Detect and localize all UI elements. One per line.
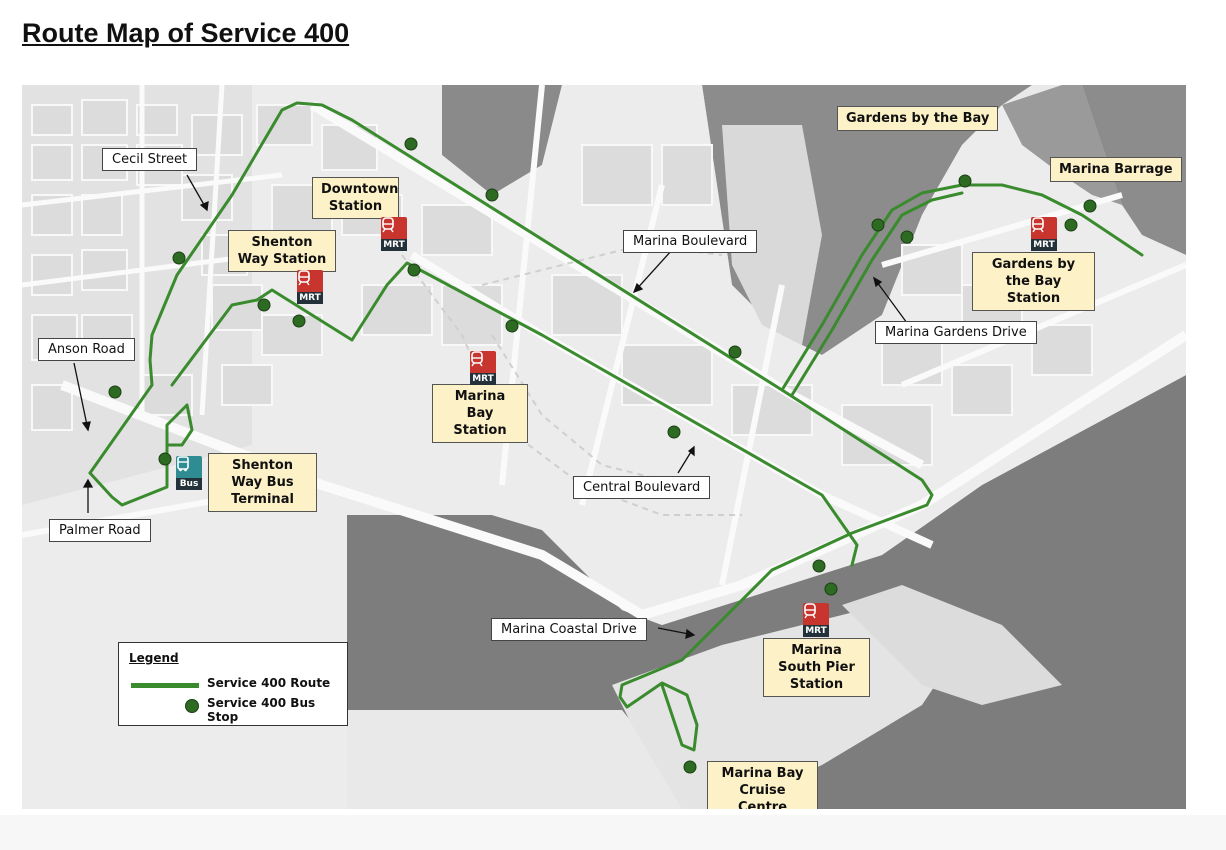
legend-heading: Legend bbox=[129, 651, 179, 665]
bus-stop bbox=[900, 230, 914, 244]
bus-stop bbox=[824, 582, 838, 596]
bus-stop bbox=[404, 137, 418, 151]
bus-stop bbox=[108, 385, 122, 399]
bus-stop bbox=[257, 298, 271, 312]
mrt-train-icon: MRT bbox=[803, 603, 829, 637]
label-marina-barrage: Marina Barrage bbox=[1050, 157, 1182, 182]
label-cecil-street: Cecil Street bbox=[102, 148, 198, 171]
bus-icon: Bus bbox=[176, 456, 202, 490]
bus-stop bbox=[728, 345, 742, 359]
route-map: Cecil Street Anson Road Palmer Road Mari… bbox=[22, 85, 1186, 809]
bus-stop bbox=[505, 319, 519, 333]
bus-stop bbox=[958, 174, 972, 188]
map-canvas bbox=[22, 85, 1186, 809]
label-marina-boulevard: Marina Boulevard bbox=[623, 230, 758, 253]
bus-stop bbox=[1083, 199, 1097, 213]
bus-stop bbox=[871, 218, 885, 232]
bus-stop bbox=[158, 452, 172, 466]
label-downtown-station: Downtown Station bbox=[312, 177, 399, 219]
label-shenton-way-bus-terminal: Shenton Way Bus Terminal bbox=[208, 453, 317, 512]
mrt-train-icon: MRT bbox=[297, 270, 323, 304]
bus-stop bbox=[812, 559, 826, 573]
label-marina-south-pier-station: Marina South Pier Station bbox=[763, 638, 870, 697]
bus-stop bbox=[683, 760, 697, 774]
label-anson-road: Anson Road bbox=[38, 338, 135, 361]
legend-route-label: Service 400 Route bbox=[207, 676, 331, 690]
bus-stop bbox=[1064, 218, 1078, 232]
page-title: Route Map of Service 400 bbox=[22, 18, 350, 48]
label-arrows bbox=[73, 174, 908, 639]
legend-stop-swatch bbox=[185, 699, 199, 713]
legend-route-swatch bbox=[131, 683, 199, 688]
label-shenton-way-station: Shenton Way Station bbox=[228, 230, 336, 272]
mrt-train-icon: MRT bbox=[381, 217, 407, 251]
page-footer-band bbox=[0, 815, 1226, 850]
label-marina-gardens-drive: Marina Gardens Drive bbox=[875, 321, 1037, 344]
label-marina-bay-station: Marina Bay Station bbox=[432, 384, 528, 443]
bus-stop bbox=[292, 314, 306, 328]
bus-stops bbox=[108, 137, 1097, 774]
label-marina-bay-cruise-centre: Marina Bay Cruise Centre bbox=[707, 761, 818, 809]
bus-stop bbox=[407, 263, 421, 277]
mrt-train-icon: MRT bbox=[1031, 217, 1057, 251]
label-central-boulevard: Central Boulevard bbox=[573, 476, 711, 499]
bus-stop bbox=[667, 425, 681, 439]
label-gardens-by-the-bay-station: Gardens by the Bay Station bbox=[972, 252, 1095, 311]
label-marina-coastal-drive: Marina Coastal Drive bbox=[491, 618, 647, 641]
map-legend: Legend Service 400 Route Service 400 Bus… bbox=[118, 642, 348, 726]
label-palmer-road: Palmer Road bbox=[49, 519, 151, 542]
roads bbox=[22, 85, 1186, 621]
legend-stop-label: Service 400 Bus Stop bbox=[207, 696, 316, 724]
mrt-train-icon: MRT bbox=[470, 351, 496, 385]
label-gardens-by-the-bay: Gardens by the Bay bbox=[837, 106, 999, 131]
bus-stop bbox=[485, 188, 499, 202]
bus-stop bbox=[172, 251, 186, 265]
bus-route bbox=[88, 101, 1144, 752]
expressway bbox=[401, 243, 742, 516]
